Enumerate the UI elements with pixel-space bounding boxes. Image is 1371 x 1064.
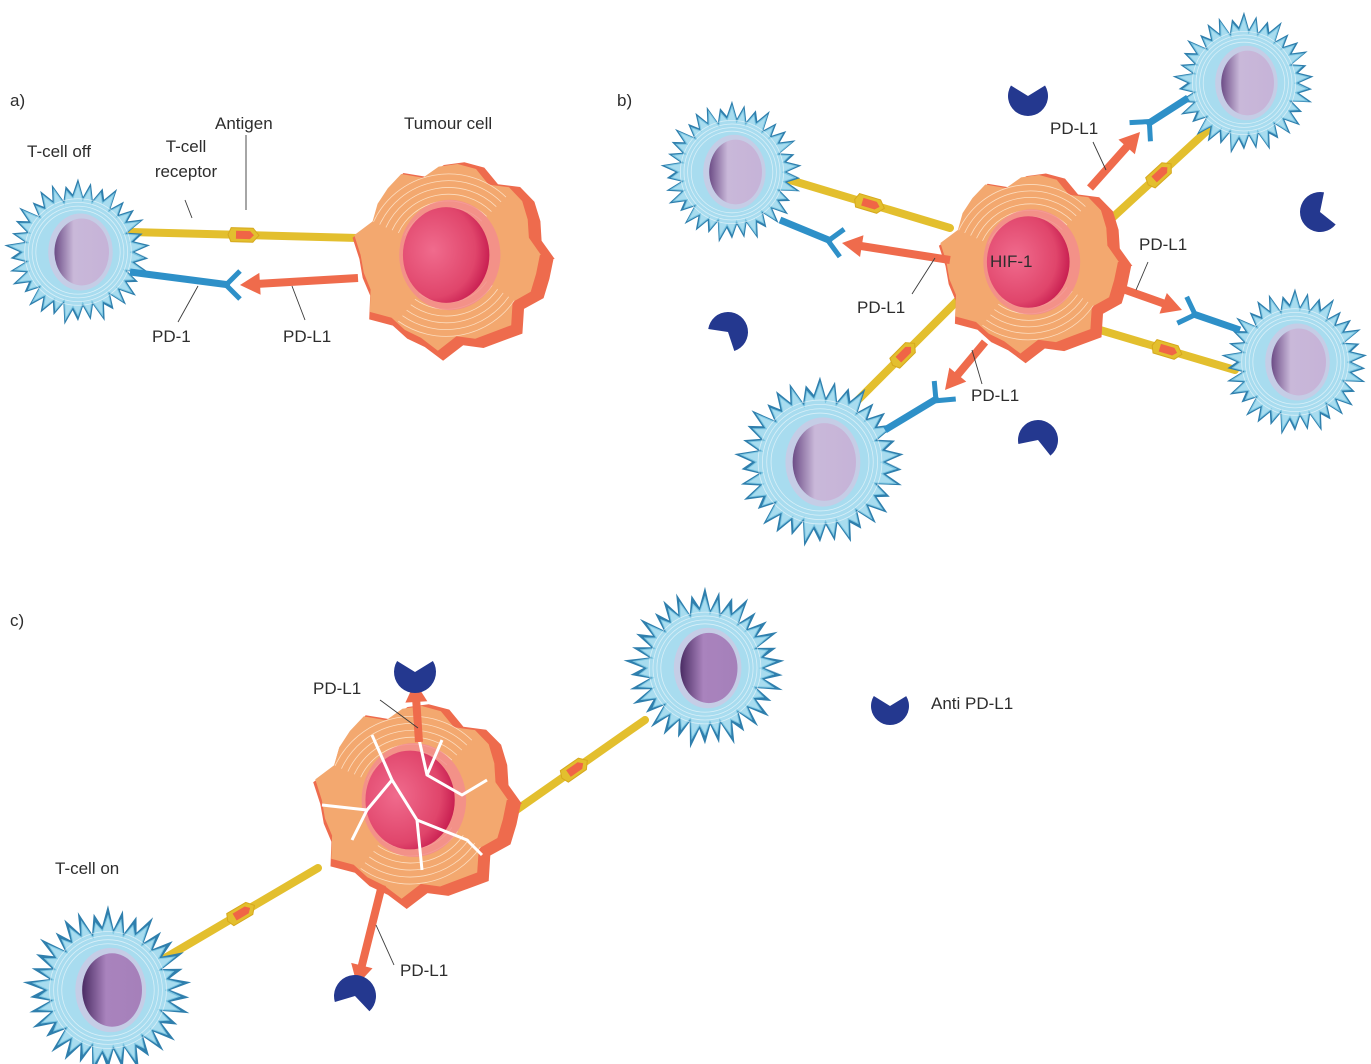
pd-l1-label-b-right: PD-L1: [1139, 236, 1187, 255]
pd-l1-label-c-top: PD-L1: [313, 680, 361, 699]
pd-l1-leader-b-right: [1136, 262, 1148, 290]
panel-b-t-cell-bottom: [734, 377, 904, 547]
panel-b-pd-l1-left: [840, 232, 950, 260]
panel-a-pd-1: [130, 271, 240, 299]
panel-b-t-cell-top-right: [1173, 12, 1314, 154]
anti-pd-l1-antibody-b3: [706, 304, 756, 353]
anti-pd-l1-antibody-c-bottom: [332, 970, 381, 1012]
pd-l1-leader-c-bottom: [376, 925, 394, 965]
panel-c-t-cell-top-right: [624, 587, 785, 749]
legend-label: Anti PD-L1: [931, 695, 1013, 714]
panel-a-pd-l1: [239, 273, 358, 296]
t-cell-nucleus: [82, 953, 142, 1026]
pd-l1-leader-b-left: [912, 258, 935, 294]
t-cell-receptor-label-line2: receptor: [140, 163, 232, 182]
panel-b-pd-l1-right: [1120, 288, 1186, 320]
t-cell-off-label: T-cell off: [27, 143, 91, 162]
anti-pd-l1-antibody-b4: [1016, 414, 1064, 456]
antigen-marker: [228, 228, 259, 243]
t-cell-receptor-label: T-cell receptor: [140, 138, 232, 181]
panel-c-t-cell-bottom-left: [23, 905, 192, 1064]
antigen-marker: [853, 193, 887, 215]
panel-a-t-cell: [4, 178, 150, 324]
panel-b-pd-1-bottom: [885, 381, 956, 430]
t-cell-nucleus: [793, 423, 856, 501]
t-cell-receptor-label-line1: T-cell: [140, 138, 232, 157]
panel-b-pd-1-right: [1177, 297, 1240, 330]
antigen-label: Antigen: [215, 115, 273, 134]
pd-l1-leader-a: [292, 286, 305, 320]
panel-a-tumour-cell: [353, 162, 555, 360]
anti-pd-l1-antibody-b2: [1294, 190, 1336, 238]
pd-l1-label-b-top: PD-L1: [1050, 120, 1098, 139]
panel-a-letter: a): [10, 92, 25, 111]
hif-1-label: HIF-1: [990, 253, 1033, 272]
panel-b-t-cell-right: [1221, 288, 1367, 434]
panel-b-pd-l1-top-right: [1090, 125, 1148, 188]
tumour-nucleus: [403, 207, 489, 303]
pd-1-leader: [178, 286, 198, 322]
panel-b-pd-1-left: [780, 220, 844, 257]
antigen-marker: [1143, 159, 1175, 190]
panel-b-letter: b): [617, 92, 632, 111]
anti-pd-l1-antibody-b1: [1008, 86, 1048, 116]
pd-l1-leader-b-top: [1093, 142, 1106, 170]
receptor-leader: [185, 200, 192, 218]
antigen-marker: [1150, 339, 1184, 361]
pd-l1-label-b-left: PD-L1: [857, 299, 905, 318]
t-cell-nucleus: [709, 140, 762, 205]
panel-c-letter: c): [10, 612, 24, 631]
pd-l1-label-c-bottom: PD-L1: [400, 962, 448, 981]
t-cell-nucleus: [54, 219, 109, 286]
t-cell-nucleus: [1271, 329, 1326, 396]
tumour-nucleus: [365, 751, 454, 850]
t-cell-nucleus: [680, 633, 737, 703]
t-cell-on-label: T-cell on: [55, 860, 119, 879]
pd-l1-label-b-bottom: PD-L1: [971, 387, 1019, 406]
pd-1-label: PD-1: [152, 328, 191, 347]
anti-pd-l1-antibody-c-top: [394, 661, 436, 693]
tumour-cell-label: Tumour cell: [404, 115, 492, 134]
antigen-marker: [888, 338, 920, 370]
pd-l1-label-a: PD-L1: [283, 328, 331, 347]
anti-pd-l1-antibody-icon: [871, 696, 909, 725]
panel-c-pd-l1-bottom: [346, 885, 382, 988]
t-cell-nucleus: [1221, 51, 1274, 116]
